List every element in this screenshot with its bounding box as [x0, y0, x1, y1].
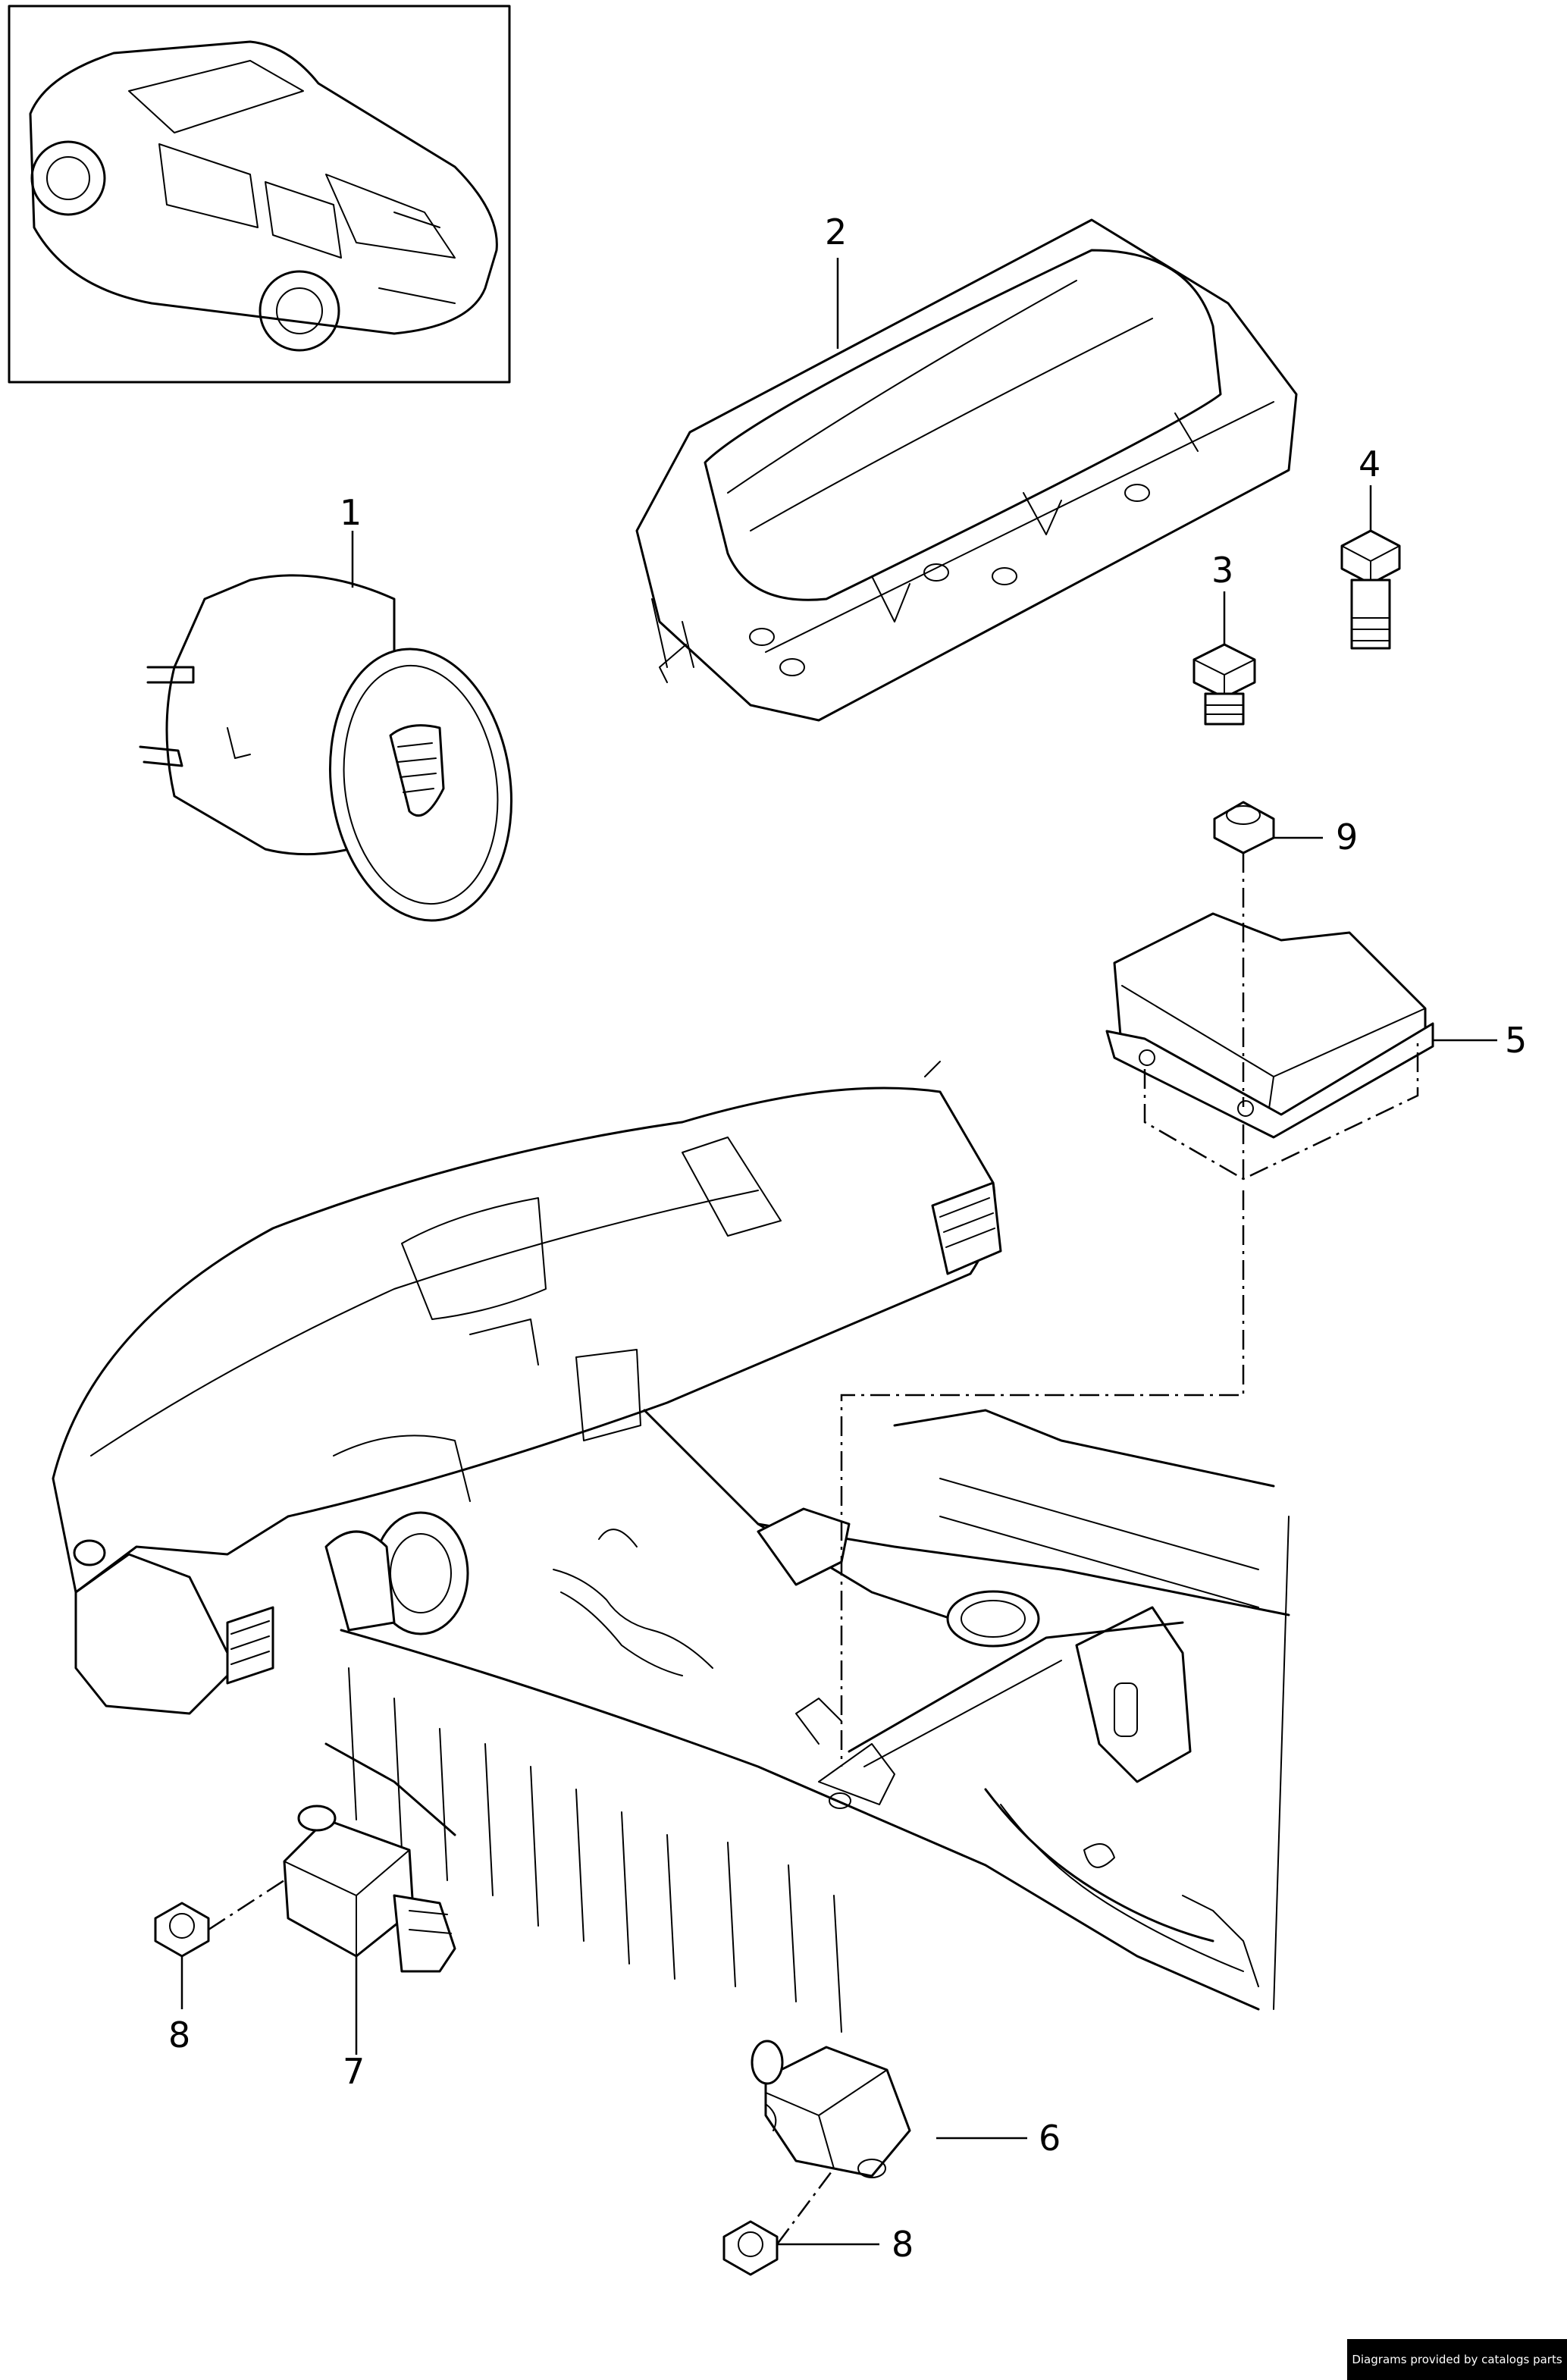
diagram-credit: Diagrams provided by catalogs parts [1347, 2339, 1567, 2380]
part-1-driver-airbag [139, 574, 513, 922]
callout-9: 9 [1336, 817, 1358, 858]
callout-6: 6 [1039, 2118, 1061, 2159]
part-5-control-unit [1105, 912, 1434, 1139]
callout-8-bottom: 8 [892, 2224, 914, 2265]
callout-4: 4 [1359, 444, 1381, 484]
assembly-lines [208, 853, 1245, 2245]
callouts: 1 2 3 4 9 5 6 7 8 8 [168, 212, 1527, 2265]
part-5-mounting-projection [1143, 1043, 1419, 1181]
callout-2: 2 [825, 212, 847, 252]
part-3-bolt [1192, 643, 1256, 726]
part-6-sensor [751, 2040, 911, 2178]
callout-7: 7 [343, 2051, 365, 2092]
part-8-nut-bottom [722, 2220, 779, 2276]
vehicle-inset [8, 5, 511, 384]
part-8-nut-left [154, 1902, 210, 1958]
callout-5: 5 [1505, 1020, 1527, 1061]
dashboard-assembly [52, 1061, 1002, 1715]
floor-pan [324, 1409, 1290, 2033]
callout-3: 3 [1211, 550, 1233, 591]
part-2-passenger-airbag [635, 218, 1298, 722]
leader-lines [180, 258, 1497, 2246]
callout-1: 1 [340, 492, 362, 533]
part-4-bolt [1340, 529, 1401, 650]
callout-8-left: 8 [168, 2015, 190, 2055]
part-9-nut [1213, 801, 1275, 854]
part-7-sensor [283, 1805, 456, 1973]
